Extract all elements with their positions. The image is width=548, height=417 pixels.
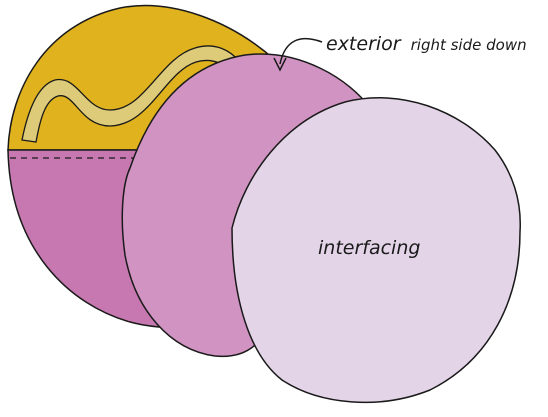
curved-arrow-icon [273,38,323,72]
exterior-label-main: exterior [326,33,402,55]
interfacing-label: interfacing [318,237,420,259]
exterior-label: exterior right side down [326,33,527,55]
exterior-label-rest: right side down [411,36,527,54]
interfacing-piece [231,97,521,404]
